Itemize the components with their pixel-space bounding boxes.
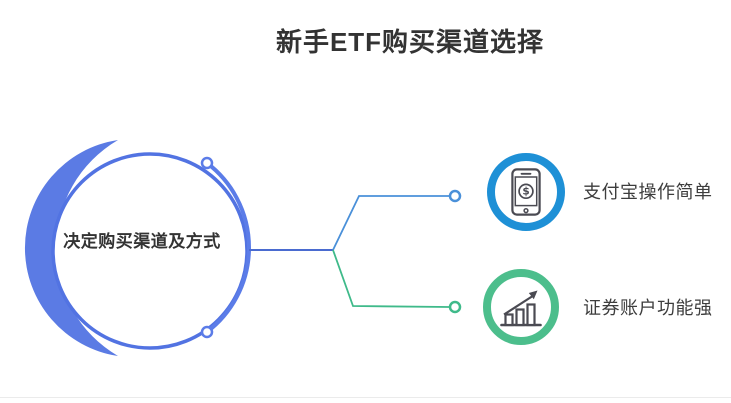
arc-endpoint-ring-bottom: [200, 325, 214, 339]
alipay-branch-label: 支付宝操作简单: [583, 182, 713, 202]
center-node-crescent: [24, 140, 118, 356]
securities-branch-label: 证券账户功能强: [583, 298, 713, 318]
connector-branch-alipay: [332, 195, 449, 251]
alipay-icon-circle: $: [487, 153, 565, 231]
dollar-symbol: $: [522, 186, 529, 198]
arrow-head: [528, 290, 538, 300]
branch-endpoint-ring-securities: [448, 300, 462, 314]
securities-icon-circle: [483, 269, 559, 345]
center-node-arc: [205, 161, 251, 334]
center-node-label: 决定购买渠道及方式: [63, 232, 221, 251]
smartphone-dollar-icon: $: [511, 168, 541, 216]
branch-endpoint-ring-alipay: [448, 189, 462, 203]
connector-branch-securities: [332, 249, 450, 308]
arc-endpoint-ring-top: [200, 156, 214, 170]
page-title: 新手ETF购买渠道选择: [275, 27, 545, 57]
bar-chart-growth-icon: [500, 290, 542, 327]
